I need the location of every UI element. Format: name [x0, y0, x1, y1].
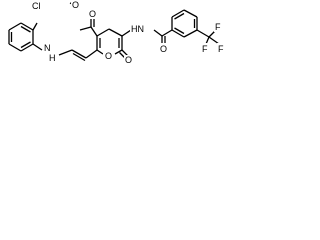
amide-o-label: O — [160, 44, 167, 54]
fluorine-left: F — [201, 43, 210, 54]
fluorine-right: F — [217, 43, 226, 54]
f-top-label: F — [215, 22, 221, 32]
ring-to-nh-bond — [32, 43, 43, 51]
ring-oxygen: O — [103, 50, 114, 61]
chlorine-atom: Cl — [31, 1, 43, 11]
chlorine-label: Cl — [32, 1, 41, 11]
fluorine-top: F — [214, 22, 223, 32]
ester-ether-o-label: O — [72, 0, 79, 10]
benzoyl-ring — [171, 9, 198, 38]
f-right-label: F — [218, 44, 224, 54]
f-left-label: F — [202, 44, 208, 54]
amine-n-label: N — [44, 43, 51, 53]
lactone-o-label: O — [125, 55, 132, 65]
trifluoromethyl-group — [196, 29, 220, 45]
amine-h-label: H — [49, 53, 56, 63]
ester-carbonyl-o-label: O — [89, 9, 96, 19]
chlorophenyl-ring — [8, 22, 34, 52]
cl-bond — [32, 22, 38, 31]
vinyl-linker — [58, 49, 98, 62]
amine-nh-atom: N H — [43, 43, 57, 63]
pyranone-ring — [96, 28, 123, 55]
amide-oxygen: O — [159, 43, 169, 54]
amide-hn-label: HN — [131, 24, 144, 34]
ring-o-label: O — [105, 51, 112, 61]
amide-nh-atom: HN — [130, 23, 152, 34]
chemical-structure-diagram: Cl N H O O O O HN O F F F — [8, 0, 226, 65]
ester-carbonyl-oxygen: O — [88, 9, 97, 19]
ester-ether-oxygen: O — [71, 0, 80, 10]
lactone-oxygen: O — [124, 55, 134, 65]
